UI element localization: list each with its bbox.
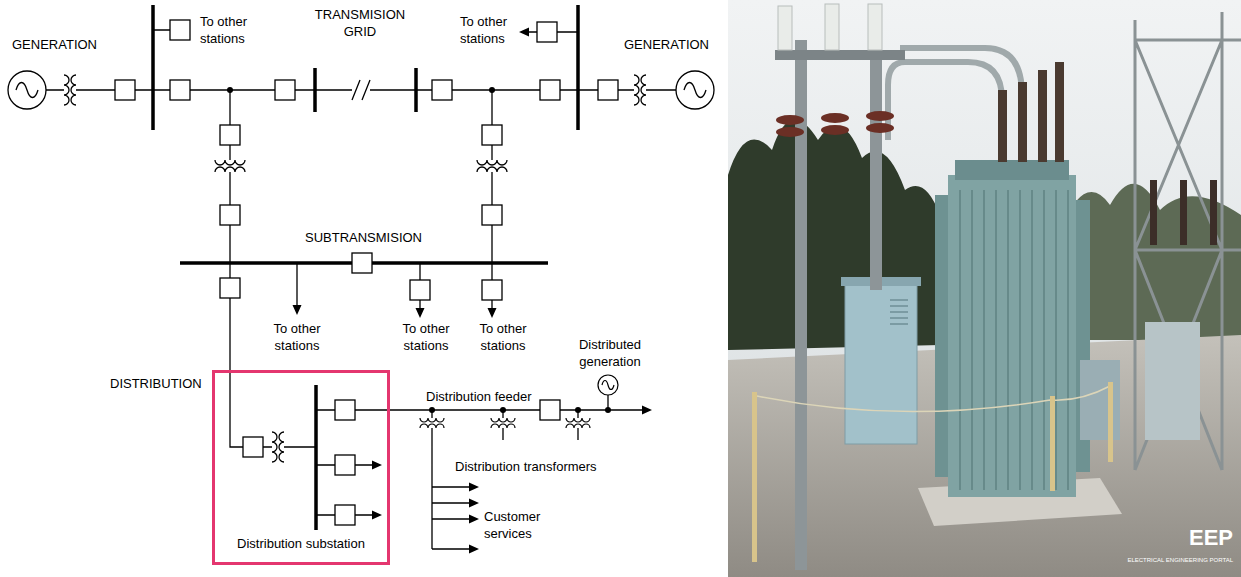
- transformer-symbol: [272, 432, 284, 462]
- breaker-symbol: [170, 20, 190, 40]
- pole: [870, 40, 882, 290]
- substation-photo: [728, 0, 1241, 577]
- bus-bar: [153, 5, 578, 530]
- transformer-label: Distribution transformers: [455, 458, 597, 475]
- junction-dot: [227, 87, 233, 93]
- fence-post: [1108, 382, 1113, 462]
- grid-label: TRANSMISION GRID: [310, 6, 410, 40]
- rope-fence: [757, 386, 1110, 412]
- crossarm: [775, 50, 905, 60]
- station-label: To other stations: [394, 320, 458, 354]
- station-label: To other stations: [200, 13, 262, 47]
- wire: [46, 30, 676, 549]
- fence-post: [1050, 396, 1055, 491]
- generator-symbol: [598, 375, 618, 395]
- generation-label: GENERATION: [624, 36, 709, 53]
- one-line-diagram: [8, 5, 714, 554]
- service-label: Customer services: [484, 508, 554, 542]
- junction-dot: [605, 407, 611, 413]
- generation-label: Distributed generation: [569, 336, 651, 370]
- breaker-symbol: [352, 253, 372, 273]
- radiator: [935, 195, 949, 477]
- station-label: To other stations: [460, 13, 522, 47]
- station-label: To other stations: [471, 320, 535, 354]
- insulator: [1210, 180, 1217, 245]
- transformer-symbol: [477, 160, 507, 172]
- breaker-symbol: [537, 22, 557, 42]
- junction-dot: [489, 87, 495, 93]
- breaker-symbol: [335, 455, 355, 475]
- insulator: [776, 127, 804, 137]
- feeder-label: Distribution feeder: [426, 388, 532, 405]
- lattice-structure: [1135, 12, 1241, 470]
- generation-label: GENERATION: [12, 36, 97, 53]
- breaker-symbol: [275, 80, 295, 100]
- conduit: [888, 62, 1002, 140]
- control-box: [1145, 322, 1200, 440]
- transformer-symbol: [566, 418, 590, 428]
- insulator: [776, 115, 804, 125]
- junction-dot: [429, 407, 435, 413]
- transformer-symbol: [215, 160, 245, 172]
- breaker-symbol: [482, 205, 502, 225]
- generator-symbol: [8, 71, 46, 109]
- breaker-symbol: [115, 80, 135, 100]
- line-break-symbol: [352, 80, 370, 100]
- breaker-symbol: [482, 280, 502, 300]
- generator-symbol: [676, 71, 714, 109]
- breaker-symbol: [243, 437, 263, 457]
- surge-arrester: [868, 4, 882, 50]
- bushing: [998, 90, 1007, 162]
- bushing: [1055, 62, 1064, 162]
- insulator: [866, 123, 894, 133]
- breaker-symbol: [598, 80, 618, 100]
- breaker-symbol: [482, 125, 502, 145]
- sky: [728, 0, 1241, 577]
- breaker-symbol: [220, 205, 240, 225]
- level-label: DISTRIBUTION: [110, 375, 202, 392]
- radiator-fins: [960, 190, 1068, 490]
- watermark: EEP: [1189, 525, 1233, 551]
- breaker-symbol: [220, 125, 240, 145]
- transformer-symbol: [420, 418, 444, 428]
- arrowhead: [293, 28, 653, 554]
- breaker-symbol: [540, 400, 560, 420]
- junction-dot: [575, 407, 581, 413]
- surge-arrester: [778, 6, 792, 50]
- fence-post: [752, 392, 757, 562]
- breaker-symbol: [410, 280, 430, 300]
- surge-arrester: [825, 4, 839, 50]
- cabinet: [845, 284, 917, 444]
- breaker-symbol: [540, 80, 560, 100]
- breaker-symbol: [220, 278, 240, 298]
- substation-box: Distribution substation: [212, 370, 390, 565]
- bushing: [1038, 70, 1047, 162]
- cabinet-vent: [890, 300, 908, 324]
- junction-dot: [500, 407, 506, 413]
- breaker-symbol: [170, 80, 190, 100]
- breaker-symbol: [335, 400, 355, 420]
- breaker-symbol: [335, 505, 355, 525]
- tank-cover: [955, 160, 1069, 180]
- station-label: To other stations: [265, 320, 329, 354]
- transformer-symbol: [634, 75, 646, 105]
- bushing: [1018, 82, 1027, 162]
- insulator: [866, 111, 894, 121]
- insulator: [1150, 180, 1157, 245]
- breaker-symbol: [432, 80, 452, 100]
- transformer-symbol: [491, 418, 515, 428]
- conduit: [900, 48, 1022, 95]
- transformer-symbol: [64, 75, 76, 105]
- insulator: [821, 125, 849, 135]
- insulator: [1180, 180, 1187, 245]
- transformer-tank: [948, 175, 1076, 497]
- node-text: Distribution substation: [237, 535, 365, 552]
- control-box: [1080, 360, 1120, 440]
- level-label: SUBTRANSMISION: [305, 229, 422, 246]
- insulator: [821, 113, 849, 123]
- watermark: ELECTRICAL ENGINEERING PORTAL: [1127, 556, 1233, 564]
